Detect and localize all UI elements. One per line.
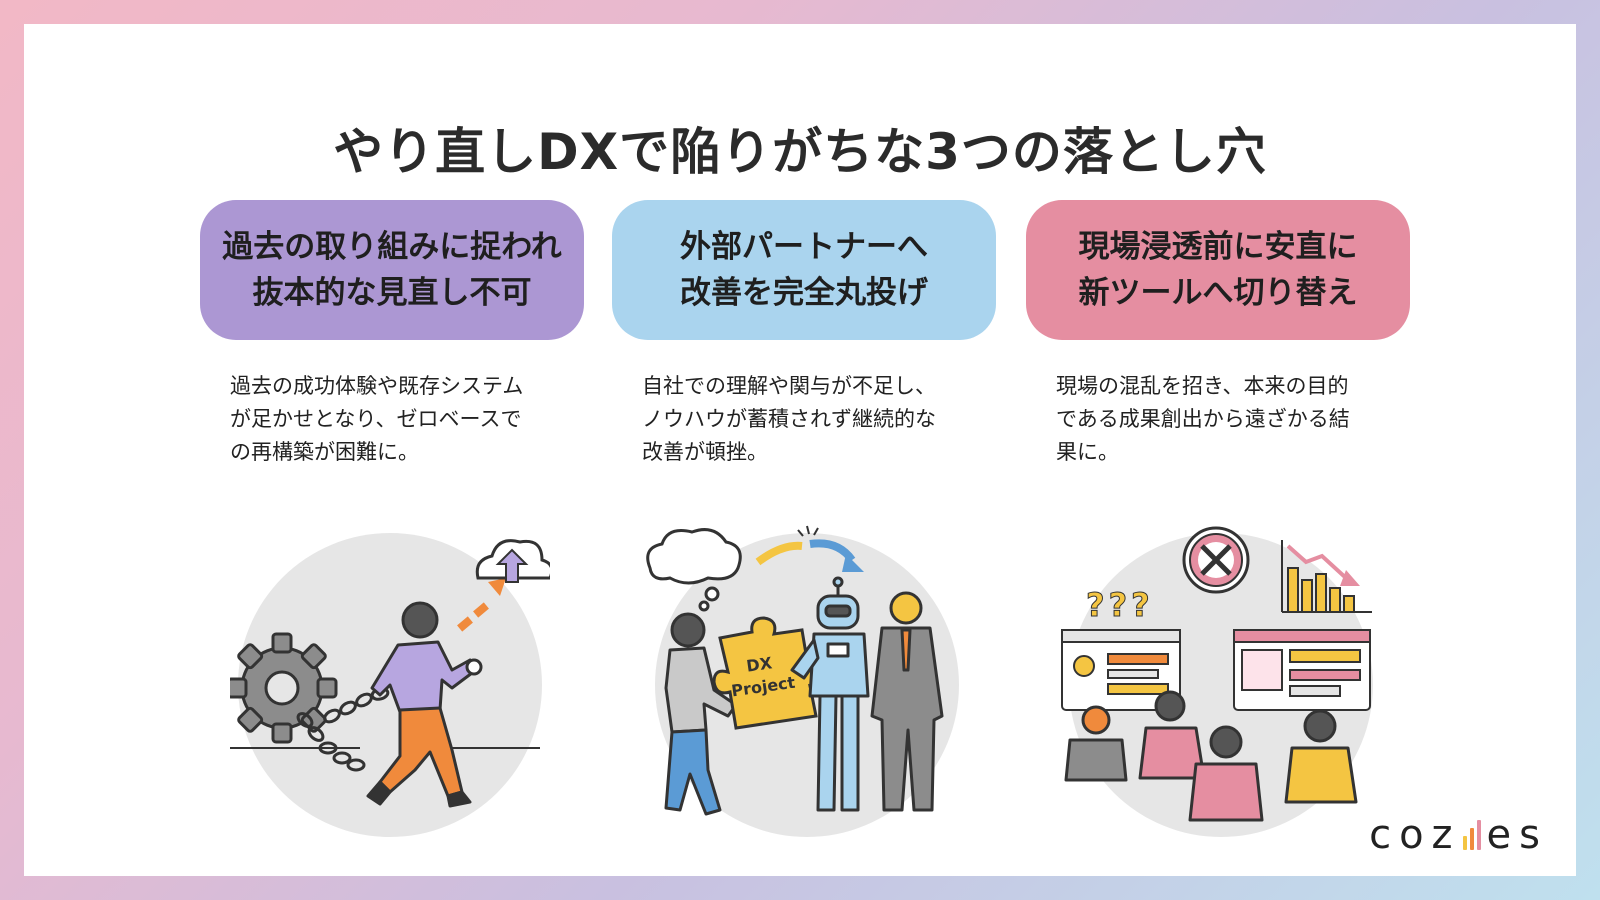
puzzle-label: DX: [745, 653, 774, 675]
logo-text: es: [1486, 812, 1548, 858]
column-past-constraints: 過去の取り組みに捉われ 抜本的な見直し不可 過去の成功体験や既存システム が足か…: [200, 200, 584, 837]
slide: やり直しDXで陥りがちな3つの落とし穴 過去の取り組みに捉われ 抜本的な見直し不…: [24, 24, 1576, 876]
question-marks-icon: ???: [1086, 586, 1154, 624]
heading-pill-tool-switch: 現場浸透前に安直に 新ツールへ切り替え: [1026, 200, 1410, 340]
businessman-icon: [870, 591, 944, 812]
description-past: 過去の成功体験や既存システム が足かせとなり、ゼロベースで の再構築が困難に。: [200, 370, 560, 469]
description-line: 過去の成功体験や既存システム: [230, 374, 524, 398]
heading-line: 過去の取り組みに捉われ: [222, 229, 562, 265]
person-icon: [1064, 705, 1128, 782]
person-icon: [1138, 690, 1206, 780]
heading-line: 抜本的な見直し不可: [252, 275, 532, 311]
heading-line: 改善を完全丸投げ: [680, 275, 928, 311]
person-icon: [1188, 725, 1264, 822]
person-icon: [664, 612, 738, 816]
description-outsourcing: 自社での理解や関与が不足し、 ノウハウが蓄積されず継続的な 改善が頓挫。: [612, 370, 972, 469]
heading-line: 新ツールへ切り替え: [1078, 275, 1358, 311]
declining-chart-icon: [1281, 540, 1372, 613]
description-line: が足かせとなり、ゼロベースで: [230, 407, 522, 431]
upward-arrow-icon: [457, 578, 506, 632]
curved-arrow-icon: [809, 539, 856, 563]
heading-line: 現場浸透前に安直に: [1078, 229, 1358, 265]
description-line: 改善が頓挫。: [642, 440, 768, 464]
heading-line: 外部パートナーへ: [680, 229, 928, 265]
gear-chain-illustration: [230, 533, 550, 837]
confusion-illustration: ???: [1061, 526, 1373, 837]
description-line: である成果創出から遠ざかる結: [1056, 407, 1350, 431]
handoff-illustration: DX Project: [646, 525, 959, 837]
page-title: やり直しDXで陥りがちな3つの落とし穴: [333, 123, 1267, 181]
app-window-icon: [1061, 629, 1181, 711]
cloud-upload-icon: [475, 539, 550, 583]
logo-bars-icon: [1462, 820, 1481, 850]
person-icon: [1284, 709, 1358, 804]
description-tool-switch: 現場の混乱を招き、本来の目的 である成果創出から遠ざかる結 果に。: [1026, 370, 1386, 469]
logo-text: coz: [1369, 812, 1461, 858]
gear-icon: [230, 632, 338, 744]
chain-icon: [296, 687, 390, 772]
description-line: ノウハウが蓄積されず継続的な: [642, 407, 936, 431]
heading-pill-past: 過去の取り組みに捉われ 抜本的な見直し不可: [200, 200, 584, 340]
cozies-logo: coz es: [1369, 812, 1548, 858]
description-line: 現場の混乱を招き、本来の目的: [1056, 374, 1349, 398]
app-window-icon: [1233, 629, 1371, 711]
description-line: 果に。: [1056, 440, 1119, 464]
robot-icon: [790, 576, 870, 812]
prohibited-icon: [1182, 526, 1250, 594]
column-tool-switch: 現場浸透前に安直に 新ツールへ切り替え 現場の混乱を招き、本来の目的 である成果…: [1026, 200, 1410, 837]
column-outsourcing: 外部パートナーへ 改善を完全丸投げ 自社での理解や関与が不足し、 ノウハウが蓄積…: [612, 200, 996, 837]
thought-bubble-icon: [646, 528, 742, 612]
person-icon: [366, 601, 483, 808]
description-line: の再構築が困難に。: [230, 440, 419, 464]
description-line: 自社での理解や関与が不足し、: [642, 374, 936, 398]
curved-arrow-icon: [755, 541, 803, 566]
heading-pill-outsourcing: 外部パートナーへ 改善を完全丸投げ: [612, 200, 996, 340]
